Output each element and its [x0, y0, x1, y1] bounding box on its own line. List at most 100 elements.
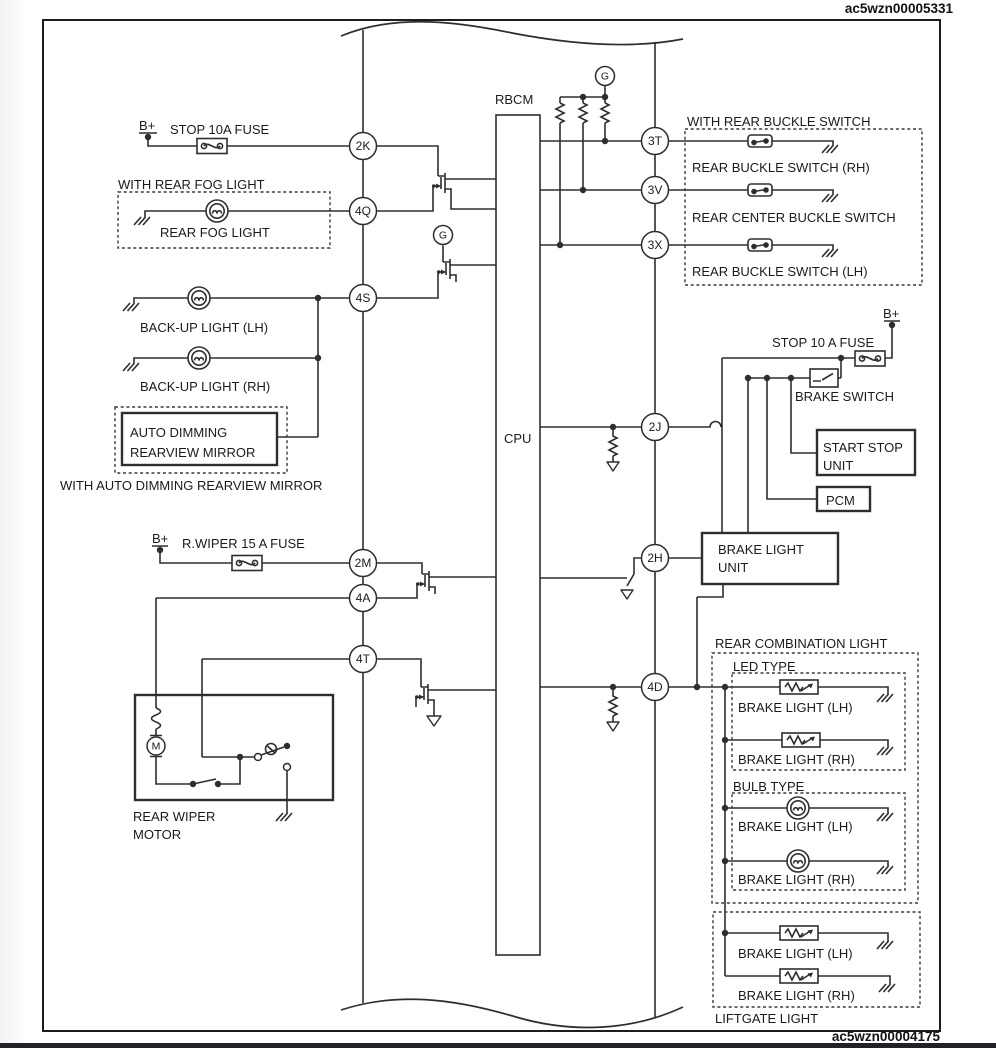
backup-rh-label: BACK-UP LIGHT (RH)	[140, 379, 270, 394]
rear-wiper-fuse-circuit: B+ R.WIPER 15 A FUSE	[152, 531, 349, 572]
rbcm-label: RBCM	[495, 92, 533, 107]
harness-lines	[340, 20, 684, 1029]
coil-icon	[150, 707, 162, 730]
with-auto-dim-label: WITH AUTO DIMMING REARVIEW MIRROR	[60, 478, 322, 493]
brake-lh-label: BRAKE LIGHT (LH)	[738, 819, 853, 834]
backup-lh-label: BACK-UP LIGHT (LH)	[140, 320, 268, 335]
auto-dim-label-2: REARVIEW MIRROR	[130, 445, 255, 460]
brake-lh-label: BRAKE LIGHT (LH)	[738, 700, 853, 715]
bottom-bar	[0, 1043, 996, 1048]
bulb-icon	[786, 849, 810, 873]
rear-combination-light-circuit: REAR COMBINATION LIGHT LED TYPE BRAKE LI…	[540, 636, 919, 976]
bulb-icon	[786, 796, 810, 820]
motor-m-label: M	[152, 741, 161, 753]
buckle-center-label: REAR CENTER BUCKLE SWITCH	[692, 210, 896, 225]
svg-text:4S: 4S	[356, 291, 371, 305]
start-stop-label-2: UNIT	[823, 458, 853, 473]
bulb-icon	[187, 346, 211, 370]
rear-wiper-motor-box	[133, 693, 335, 802]
led-icon	[779, 679, 819, 695]
connector-4T: 4T	[348, 644, 378, 674]
liftgate-light-circuit: BRAKE LIGHT (LH) BRAKE LIGHT (RH) LIFTGA…	[712, 911, 921, 1026]
rear-fog-label: REAR FOG LIGHT	[160, 225, 270, 240]
connectors-right: 3T 3V 3X 2J 2H 4D	[640, 126, 670, 702]
with-rear-buckle-label: WITH REAR BUCKLE SWITCH	[687, 114, 870, 129]
liftgate-box	[712, 911, 921, 1008]
start-stop-unit-box	[815, 428, 917, 477]
rear-wiper-label-2: MOTOR	[133, 827, 181, 842]
fuse-icon	[196, 137, 228, 155]
led-icon	[781, 732, 821, 748]
rear-combination-label: REAR COMBINATION LIGHT	[715, 636, 887, 651]
svg-text:4D: 4D	[647, 680, 663, 694]
buckle-switch-icon	[747, 134, 773, 148]
g-label: G	[439, 230, 447, 242]
pulldown-resistor	[607, 430, 619, 462]
brake-light-unit-box	[700, 531, 840, 586]
with-rear-fog-label: WITH REAR FOG LIGHT	[118, 177, 265, 192]
rear-fog-circuit: WITH REAR FOG LIGHT REAR FOG LIGHT	[117, 177, 349, 249]
cpu-box	[495, 114, 541, 956]
ground-arrow	[426, 715, 442, 727]
connectors-left: 2K 4Q 4S 2M 4A 4T	[348, 131, 378, 674]
b-plus-label: B+	[152, 531, 168, 546]
brake-switch-circuit: B+ STOP 10 A FUSE BRAKE SWITCH START STO…	[540, 306, 917, 533]
buckle-switch-icon	[747, 238, 773, 252]
contact-open	[253, 752, 263, 762]
svg-text:3V: 3V	[648, 183, 663, 197]
b-plus-label: B+	[883, 306, 899, 321]
torn-edge-top	[340, 20, 684, 46]
stop-fuse-right-label: STOP 10 A FUSE	[772, 335, 874, 350]
connector-3T: 3T	[640, 126, 670, 156]
connector-3X: 3X	[640, 230, 670, 260]
brake-switch-icon	[809, 368, 839, 388]
connector-4D: 4D	[640, 672, 670, 702]
torn-edge-bottom	[340, 998, 684, 1029]
figure-code-top: ac5wzn00005331	[845, 1, 954, 16]
brake-switch-label: BRAKE SWITCH	[795, 389, 894, 404]
connector-4A: 4A	[348, 583, 378, 613]
svg-text:2J: 2J	[649, 420, 662, 434]
pcm-box	[815, 485, 872, 513]
svg-text:2M: 2M	[355, 556, 372, 570]
auto-dimming-mirror: AUTO DIMMING REARVIEW MIRROR WITH AUTO D…	[60, 406, 322, 493]
with-rear-fog-box	[117, 191, 331, 249]
pulldown-resistor	[607, 690, 619, 722]
connector-2H: 2H	[640, 543, 670, 573]
brake-light-unit-label-1: BRAKE LIGHT	[718, 542, 804, 557]
bulb-icon	[205, 199, 229, 223]
rear-combination-box	[711, 652, 919, 904]
bulb-type-label: BULB TYPE	[733, 779, 805, 794]
contact-open	[282, 762, 292, 772]
buckle-switch-icon	[747, 183, 773, 197]
fuse-icon	[854, 350, 886, 367]
start-stop-label-1: START STOP	[823, 440, 903, 455]
connector-2K: 2K	[348, 131, 378, 161]
figure-code-bottom: ac5wzn00004175	[832, 1029, 941, 1044]
rear-buckle-switch-circuit: WITH REAR BUCKLE SWITCH REAR BUCKLE SWIT…	[540, 114, 923, 286]
bulb-icon	[187, 286, 211, 310]
brake-light-unit-circuit: BRAKE LIGHT UNIT	[540, 531, 840, 687]
cpu-label: CPU	[504, 431, 531, 446]
rear-wiper-label-1: REAR WIPER	[133, 809, 215, 824]
backup-light-circuit: BACK-UP LIGHT (LH) BACK-UP LIGHT (RH)	[122, 286, 349, 438]
stop-fuse-label: STOP 10A FUSE	[170, 122, 270, 137]
led-icon	[779, 968, 819, 984]
pcm-label: PCM	[826, 493, 855, 508]
left-edge-shade	[0, 0, 27, 1048]
auto-dim-dashed-box	[114, 406, 288, 474]
svg-text:3T: 3T	[648, 134, 663, 148]
connector-4Q: 4Q	[348, 196, 378, 226]
led-type-box	[731, 672, 906, 771]
bulb-type-box	[731, 792, 906, 891]
brake-lh-label: BRAKE LIGHT (LH)	[738, 946, 853, 961]
ground-arrow	[606, 461, 620, 472]
rwiper-fuse-label: R.WIPER 15 A FUSE	[182, 536, 305, 551]
led-icon	[779, 925, 819, 941]
buckle-lh-label: REAR BUCKLE SWITCH (LH)	[692, 264, 868, 279]
buckle-rh-label: REAR BUCKLE SWITCH (RH)	[692, 160, 870, 175]
brake-rh-label: BRAKE LIGHT (RH)	[738, 988, 855, 1003]
connector-4S: 4S	[348, 283, 378, 313]
rbcm-module: RBCM CPU	[495, 92, 541, 956]
cam-icon	[264, 742, 278, 756]
